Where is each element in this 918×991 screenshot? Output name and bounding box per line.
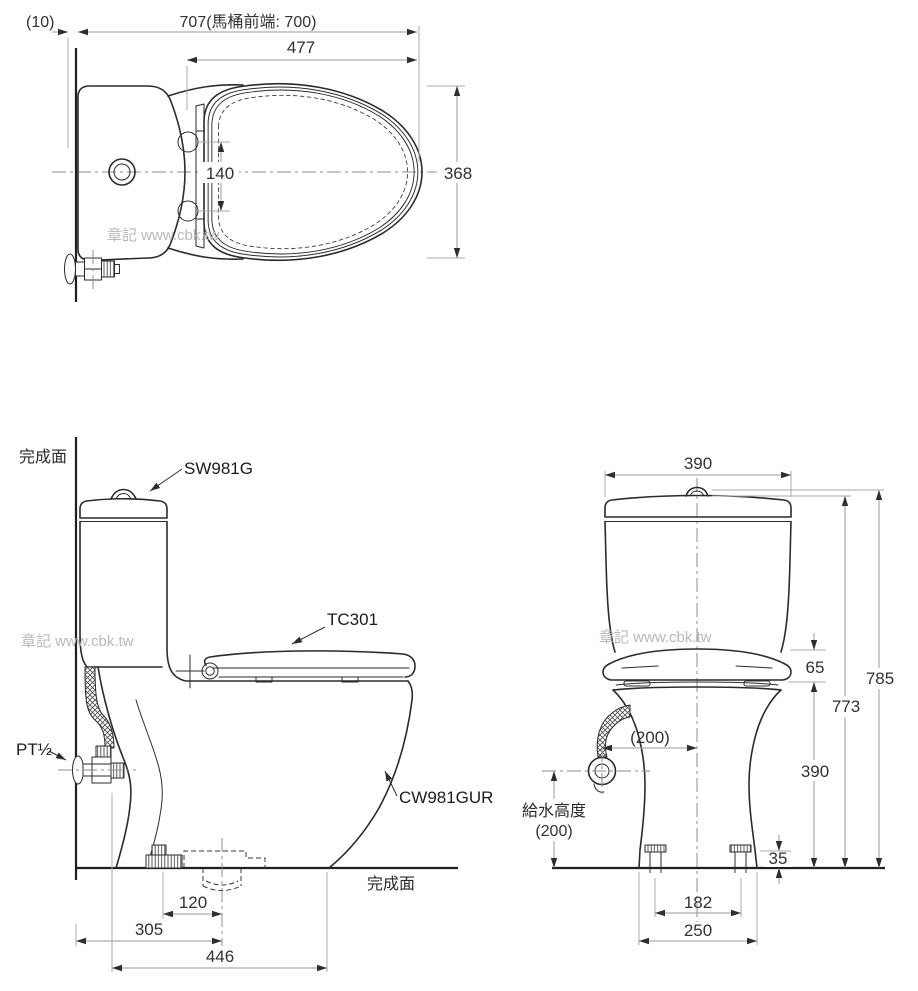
watermark: 章記 www.cbk.tw [21, 632, 134, 650]
supply-height-label: 給水高度 [522, 802, 586, 820]
bowl-model-label: CW981GUR [399, 788, 493, 807]
finished-surface-floor: 完成面 [367, 875, 415, 893]
tank-plan-outline [77, 85, 186, 261]
floor-bolts-front [644, 844, 752, 876]
leader-pt [48, 750, 67, 761]
bowl-side [97, 666, 414, 869]
dim-446-text: 446 [206, 947, 234, 966]
tank-side [79, 488, 409, 682]
stop-valve-side [58, 745, 136, 785]
supply-valve-plan [64, 250, 120, 289]
seat-front [602, 648, 792, 691]
front-view: 390 65 785 773 (200) 給水高度 (200) 390 35 1… [518, 454, 898, 945]
dim-120-text: 120 [179, 893, 207, 912]
dim-477-text: 477 [287, 38, 315, 57]
leader-sw981g [149, 468, 183, 492]
dim-182-text: 182 [684, 893, 712, 912]
dim-10-text: (10) [26, 14, 54, 31]
dim-368-text: 368 [444, 164, 472, 183]
finished-surface-wall: 完成面 [19, 448, 67, 466]
dim-390right-text: 390 [801, 762, 829, 781]
tank-front [604, 486, 792, 653]
bowl-side-top [167, 84, 244, 97]
bowl-side-bottom [167, 247, 244, 260]
top-view: (10) 707(馬桶前端: 700) 477 140 368 章記 www.c… [26, 13, 478, 302]
dim-773-text: 773 [832, 697, 860, 716]
seat-model-label: TC301 [327, 610, 378, 629]
flush-valve-cap-inner [113, 163, 131, 181]
supply-hose-side [84, 666, 115, 749]
seat-side [175, 650, 416, 689]
dim-140-text: 140 [206, 164, 234, 183]
flush-valve-cap-outer [108, 158, 136, 186]
watermark: 章記 www.cbk.tw [107, 226, 220, 244]
leader-tc301 [291, 626, 326, 645]
tank-model-label: SW981G [184, 459, 253, 478]
supply-front [542, 704, 650, 794]
dim-707-text: 707(馬桶前端: 700) [180, 13, 317, 31]
dim-305-text: 305 [135, 920, 163, 939]
supply-thread-label: PT½ [16, 740, 52, 759]
dim-200-text: (200) [630, 728, 670, 747]
watermark: 章記 www.cbk.tw [599, 628, 712, 646]
leader-cw981gur [384, 770, 398, 797]
dim-390top-text: 390 [684, 454, 712, 473]
dim-785-text: 785 [866, 669, 894, 688]
dim-35-text: 35 [769, 849, 788, 868]
hinge-plate [195, 103, 205, 249]
side-view: 完成面 SW981G TC301 PT½ CW981GUR 完成面 120 30… [16, 437, 493, 972]
supply-height-value: (200) [535, 823, 572, 840]
dim-250-text: 250 [684, 921, 712, 940]
seat-bolt-hole-top [177, 131, 199, 153]
floor-flange-side [145, 838, 266, 946]
seat-bolt-hole-bottom [177, 200, 199, 222]
dim-65-text: 65 [806, 658, 825, 677]
